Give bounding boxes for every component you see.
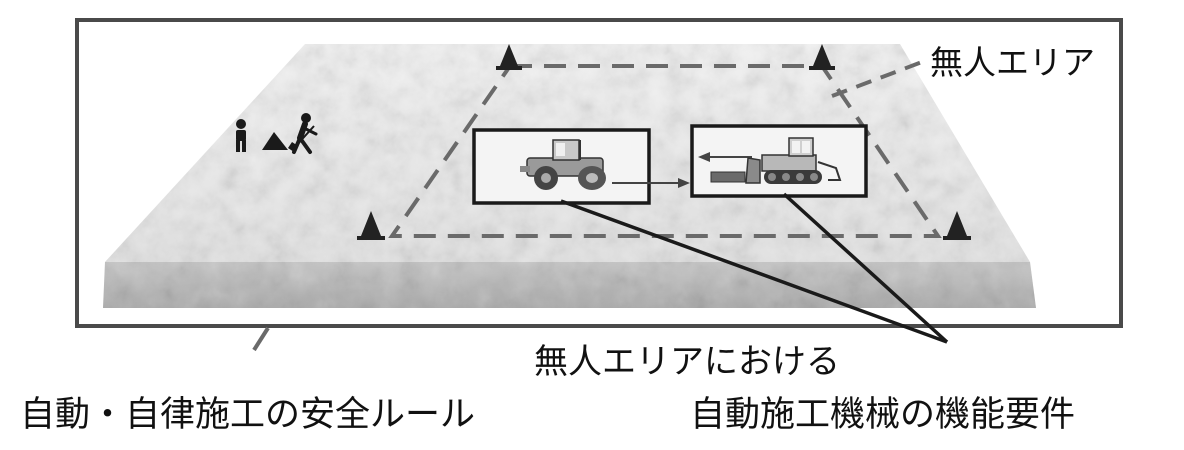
requirements-leader-line <box>782 192 949 344</box>
traffic-cone-icon <box>943 211 971 240</box>
road-roller-icon <box>520 139 606 190</box>
unmanned-area-label: 無人エリア <box>930 43 1095 82</box>
safety-rules-leader-line <box>252 326 270 352</box>
unmanned-area-leader-line <box>831 60 923 98</box>
bulldozer-icon <box>698 137 842 184</box>
requirements-leader-line <box>560 199 948 344</box>
diagram-frame <box>75 18 1123 328</box>
traffic-cone-icon <box>809 44 835 70</box>
digging-worker-icon <box>288 113 318 154</box>
safety-rules-label: 自動・自律施工の安全ルール <box>20 395 476 435</box>
dirt-pile-icon <box>262 132 288 150</box>
unmanned-area-boundary <box>388 64 942 238</box>
requirements-label-line1: 無人エリアにおける <box>534 342 840 382</box>
traffic-cone-icon <box>357 211 385 240</box>
worker-icon <box>236 119 246 152</box>
requirements-label-line2: 自動施工機械の機能要件 <box>690 395 1076 435</box>
traffic-cone-icon <box>496 44 522 70</box>
